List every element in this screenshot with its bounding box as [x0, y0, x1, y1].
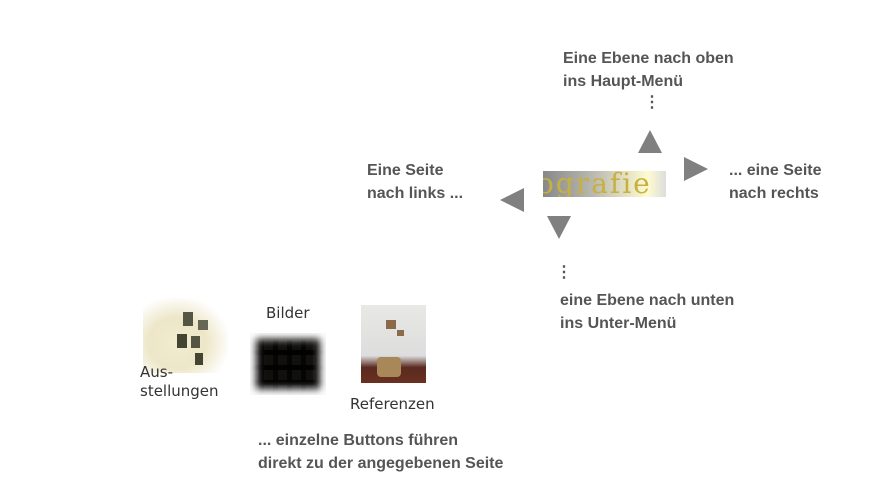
- left-line-1: Eine Seite: [367, 162, 444, 179]
- arrow-down-button[interactable]: [547, 216, 571, 239]
- up-line-2: ins Haupt-Menü: [563, 73, 683, 90]
- left-description: Eine Seite nach links ...: [367, 159, 463, 205]
- ausstellungen-label[interactable]: Aus-stellungen: [140, 363, 219, 401]
- arrow-left-button[interactable]: [500, 188, 524, 212]
- bilder-label[interactable]: Bilder: [266, 304, 310, 322]
- down-line-1: eine Ebene nach unten: [560, 292, 735, 309]
- dots-icon: ⋮: [556, 264, 572, 281]
- bilder-button[interactable]: [250, 333, 326, 395]
- ausstellungen-line-1: Aus-: [140, 363, 173, 381]
- referenzen-button[interactable]: [361, 305, 426, 383]
- ausstellungen-line-2: stellungen: [140, 382, 219, 400]
- arrow-right-button[interactable]: [684, 157, 708, 181]
- up-description: Eine Ebene nach oben ins Haupt-Menü: [563, 47, 734, 93]
- banner-text: ografie: [543, 171, 652, 197]
- footer-line-1: ... einzelne Buttons führen: [258, 432, 459, 449]
- ausstellungen-button[interactable]: [143, 298, 228, 373]
- footer-note: ... einzelne Buttons führen direkt zu der…: [258, 429, 503, 475]
- right-line-2: nach rechts: [729, 185, 819, 202]
- down-line-2: ins Unter-Menü: [560, 315, 677, 332]
- footer-line-2: direkt zu der angegebenen Seite: [258, 455, 504, 472]
- up-line-1: Eine Ebene nach oben: [563, 50, 734, 67]
- referenzen-label[interactable]: Referenzen: [350, 395, 435, 413]
- arrow-up-button[interactable]: [638, 130, 662, 153]
- banner-image: ografie: [543, 171, 666, 197]
- right-line-1: ... eine Seite: [729, 162, 822, 179]
- dots-icon: ⋮: [644, 94, 660, 111]
- down-description: eine Ebene nach unten ins Unter-Menü: [560, 289, 734, 335]
- right-description: ... eine Seite nach rechts: [729, 159, 821, 205]
- left-line-2: nach links ...: [367, 185, 464, 202]
